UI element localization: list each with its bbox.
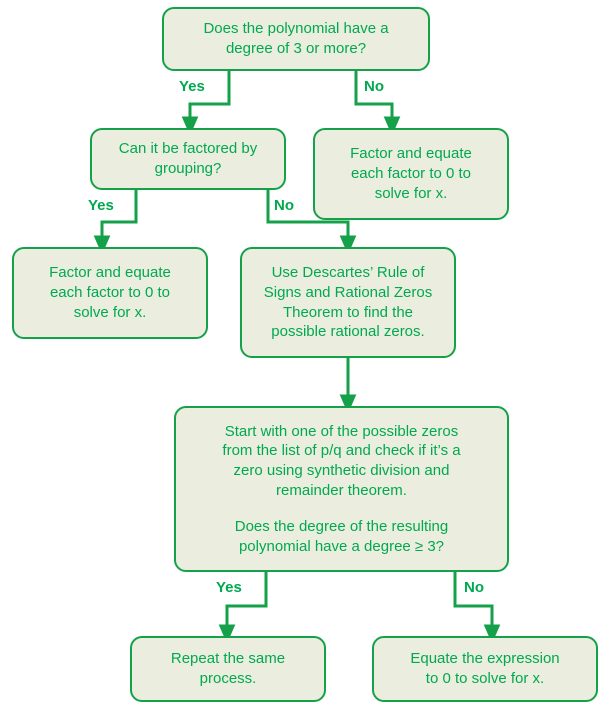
- node-degree-question[interactable]: Does the polynomial have a degree of 3 o…: [162, 7, 430, 71]
- node-repeat-process-text: Repeat the same process.: [170, 650, 286, 687]
- node-degree-question-text: Does the polynomial have a degree of 3 o…: [203, 20, 389, 57]
- node-synthetic-division-paragraph-2: Does the degree of the resulting polynom…: [234, 517, 449, 555]
- node-equate-expression-text: Equate the expression to 0 to solve for …: [410, 650, 560, 687]
- node-descartes-rule[interactable]: Use Descartes’ Rule of Signs and Rationa…: [240, 247, 456, 358]
- node-equate-expression[interactable]: Equate the expression to 0 to solve for …: [372, 636, 598, 702]
- node-synthetic-division-paragraph-1: Start with one of the possible zeros fro…: [222, 422, 461, 499]
- edge-label-root-no: No: [364, 78, 384, 95]
- node-factor-equate-left[interactable]: Factor and equate each factor to 0 to so…: [12, 247, 208, 339]
- node-repeat-process[interactable]: Repeat the same process.: [130, 636, 326, 702]
- edge-label-grouping-yes: Yes: [88, 197, 114, 214]
- node-descartes-rule-text: Use Descartes’ Rule of Signs and Rationa…: [263, 263, 433, 341]
- node-factor-equate-left-text: Factor and equate each factor to 0 to so…: [49, 264, 171, 321]
- node-grouping-question-text: Can it be factored by grouping?: [118, 140, 258, 177]
- edge-label-grouping-no: No: [274, 197, 294, 214]
- node-factor-equate-right[interactable]: Factor and equate each factor to 0 to so…: [313, 128, 509, 220]
- edge-label-synthetic-yes: Yes: [216, 579, 242, 596]
- node-synthetic-division[interactable]: Start with one of the possible zeros fro…: [174, 406, 509, 572]
- edge-label-root-yes: Yes: [179, 78, 205, 95]
- node-factor-equate-right-text: Factor and equate each factor to 0 to so…: [350, 145, 472, 202]
- edge-label-synthetic-no: No: [464, 579, 484, 596]
- node-grouping-question[interactable]: Can it be factored by grouping?: [90, 128, 286, 190]
